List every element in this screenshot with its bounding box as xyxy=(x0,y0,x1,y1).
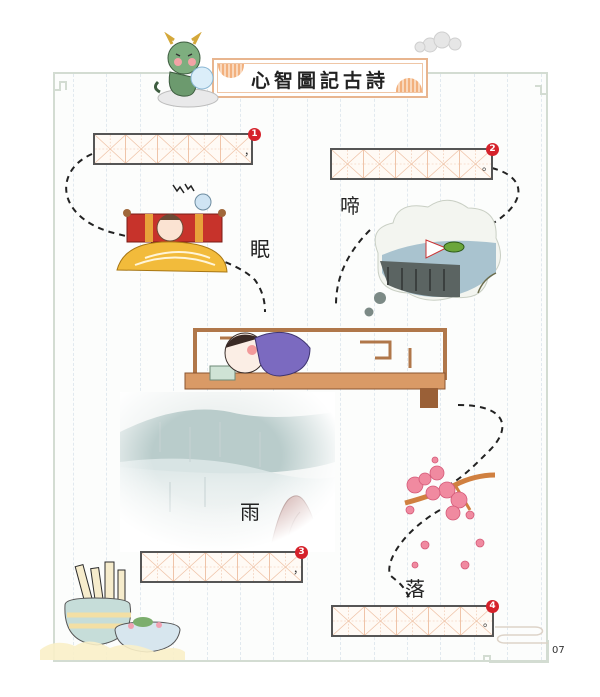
grid-pattern xyxy=(95,135,126,163)
writing-cell[interactable] xyxy=(95,135,127,163)
punctuation-comma: ， xyxy=(293,563,304,576)
grid-pattern xyxy=(396,150,427,178)
writing-cell[interactable] xyxy=(126,135,158,163)
dragon-mascot-illustration xyxy=(153,32,219,108)
grid-pattern xyxy=(126,135,157,163)
writing-cell[interactable] xyxy=(238,553,270,581)
grid-pattern xyxy=(270,553,301,581)
guide-line xyxy=(106,74,107,660)
guide-line xyxy=(173,74,174,660)
answer-box-3[interactable] xyxy=(140,551,303,583)
writing-cell[interactable] xyxy=(365,607,397,635)
answer-box-1[interactable] xyxy=(93,133,253,165)
writing-cell[interactable] xyxy=(189,135,221,163)
page-number: 07 xyxy=(552,645,565,656)
guide-line xyxy=(340,74,341,660)
answer-box-2[interactable] xyxy=(330,148,493,180)
writing-cell[interactable] xyxy=(206,553,238,581)
grid-pattern xyxy=(365,607,396,635)
writing-cell[interactable] xyxy=(157,135,190,163)
scroll-vases-illustration xyxy=(40,561,185,660)
answer-box-4[interactable] xyxy=(331,605,494,637)
grid-pattern xyxy=(397,607,428,635)
sleeping-in-bed-illustration xyxy=(116,183,228,273)
number-badge-4: 4 xyxy=(486,600,499,613)
guide-line xyxy=(474,74,475,660)
grid-pattern xyxy=(332,150,363,178)
grid-pattern xyxy=(206,553,237,581)
punctuation-comma: ， xyxy=(244,145,255,158)
grid-pattern xyxy=(142,553,173,581)
grid-pattern xyxy=(364,150,395,178)
writing-cell[interactable] xyxy=(460,150,491,178)
grid-pattern xyxy=(157,135,189,163)
guide-line xyxy=(440,74,441,660)
rainy-mountains-illustration xyxy=(120,392,335,552)
guide-line xyxy=(207,74,208,660)
number-badge-2: 2 xyxy=(486,143,499,156)
writing-cell[interactable] xyxy=(142,553,174,581)
grid-pattern xyxy=(174,553,205,581)
keyword-ti: 啼 xyxy=(340,194,360,218)
grid-pattern xyxy=(238,553,269,581)
plum-blossom-illustration xyxy=(404,456,496,570)
writing-cell[interactable] xyxy=(220,135,252,163)
writing-cell[interactable] xyxy=(429,607,461,635)
grid-pattern xyxy=(428,150,459,178)
writing-cell[interactable] xyxy=(270,553,301,581)
grid-pattern xyxy=(220,135,252,163)
writing-cell[interactable] xyxy=(364,150,396,178)
grid-pattern xyxy=(189,135,220,163)
writing-cell[interactable] xyxy=(397,607,429,635)
guide-line xyxy=(73,74,74,660)
grid-pattern xyxy=(333,607,364,635)
writing-cell[interactable] xyxy=(428,150,460,178)
guide-line xyxy=(374,74,375,660)
grid-pattern xyxy=(460,150,491,178)
guide-line xyxy=(541,74,542,660)
writing-cell[interactable] xyxy=(461,607,492,635)
page-title: 心智圖記古詩 xyxy=(250,70,389,92)
guide-line xyxy=(140,74,141,660)
boy-on-daybed-illustration xyxy=(184,328,447,408)
grid-pattern xyxy=(429,607,460,635)
grid-pattern xyxy=(461,607,492,635)
guide-line xyxy=(507,74,508,660)
number-badge-1: 1 xyxy=(248,128,261,141)
writing-cell[interactable] xyxy=(333,607,365,635)
number-badge-3: 3 xyxy=(295,546,308,559)
keyword-yu: 雨 xyxy=(240,500,260,524)
writing-cell[interactable] xyxy=(332,150,364,178)
title-banner: 心智圖記古詩 xyxy=(212,58,428,98)
writing-cell[interactable] xyxy=(174,553,206,581)
guide-line xyxy=(407,74,408,660)
keyword-mian: 眠 xyxy=(250,237,270,261)
keyword-luo: 落 xyxy=(405,577,425,601)
writing-cell[interactable] xyxy=(396,150,428,178)
punctuation-period: 。 xyxy=(483,616,494,629)
guide-line xyxy=(307,74,308,660)
bird-thought-cloud-illustration xyxy=(374,199,501,301)
fan-ornament xyxy=(396,78,422,92)
punctuation-period: 。 xyxy=(482,160,493,173)
